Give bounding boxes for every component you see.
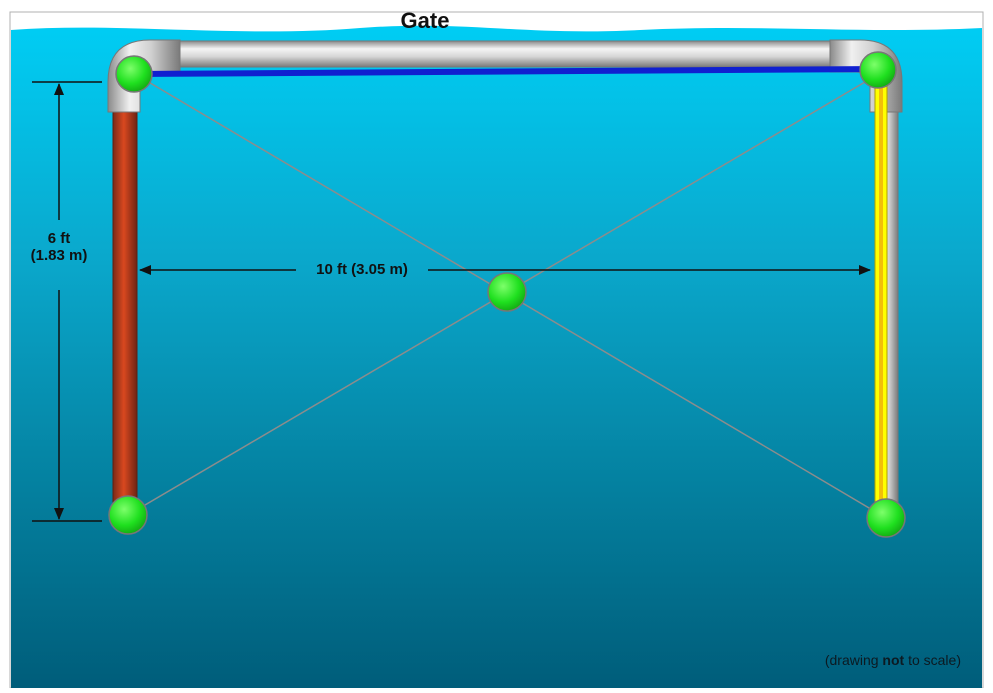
left-post	[112, 99, 138, 521]
width-label: 10 ft (3.05 m)	[316, 261, 408, 278]
marker-ball-icon	[115, 55, 153, 93]
scale-note-prefix: (drawing	[824, 652, 883, 668]
marker-ball-icon	[866, 498, 906, 538]
marker-ball-icon	[859, 51, 897, 89]
scale-note-bold: not	[882, 652, 905, 668]
scale-note: (drawing not to scale)	[825, 652, 961, 668]
top-rail-marker	[133, 66, 883, 77]
right-post-marker-stripe	[879, 68, 883, 524]
height-label: 6 ft (1.83 m)	[22, 230, 96, 264]
height-label-imperial: 6 ft	[47, 230, 71, 247]
water-background	[11, 25, 982, 689]
top-rail-pipe	[149, 40, 841, 68]
marker-ball-icon	[108, 495, 148, 535]
scale-note-suffix: to scale)	[904, 652, 961, 668]
height-label-metric: (1.83 m)	[30, 247, 88, 264]
marker-ball-icon	[487, 272, 527, 312]
diagram-title: Gate	[400, 8, 450, 33]
